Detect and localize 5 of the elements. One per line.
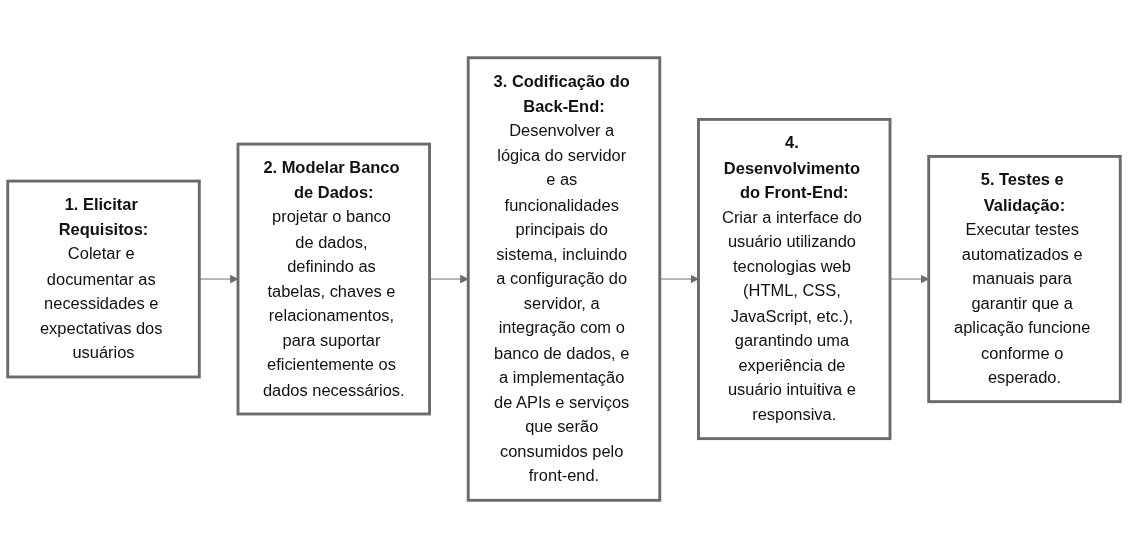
node-box: 1. Elicitar Requisitos: Coletar e documentar as necessidades e expectativas dos usuários bbox=[6, 179, 201, 379]
node-box: 5. Testes e Validação: Executar testes automatizados e manuais para garantir que a aplicação funcione conforme o esperado. bbox=[927, 154, 1122, 404]
node-box: 2. Modelar Banco de Dados: projetar o banco de dados, definindo as tabelas, chaves e relacionamentos, para suportar eficientemente os dados necessários. bbox=[236, 142, 431, 416]
node-box: 3. Codificação do Back-End: Desenvolver a lógica do servidor e as funcionalidades principais do sistema, incluindo a configuração do servidor, a integração com o banco de dados, e a implementação de APIs e serviços que serão consumidos pelo front-end. bbox=[466, 56, 662, 502]
node-box: 4. Desenvolvimento do Front-End: Criar a interface do usuário utilizando tecnologias web (HTML, CSS, JavaScript, etc.), garantindo uma experiência de usuário intuitiva e responsiva. bbox=[697, 117, 892, 441]
